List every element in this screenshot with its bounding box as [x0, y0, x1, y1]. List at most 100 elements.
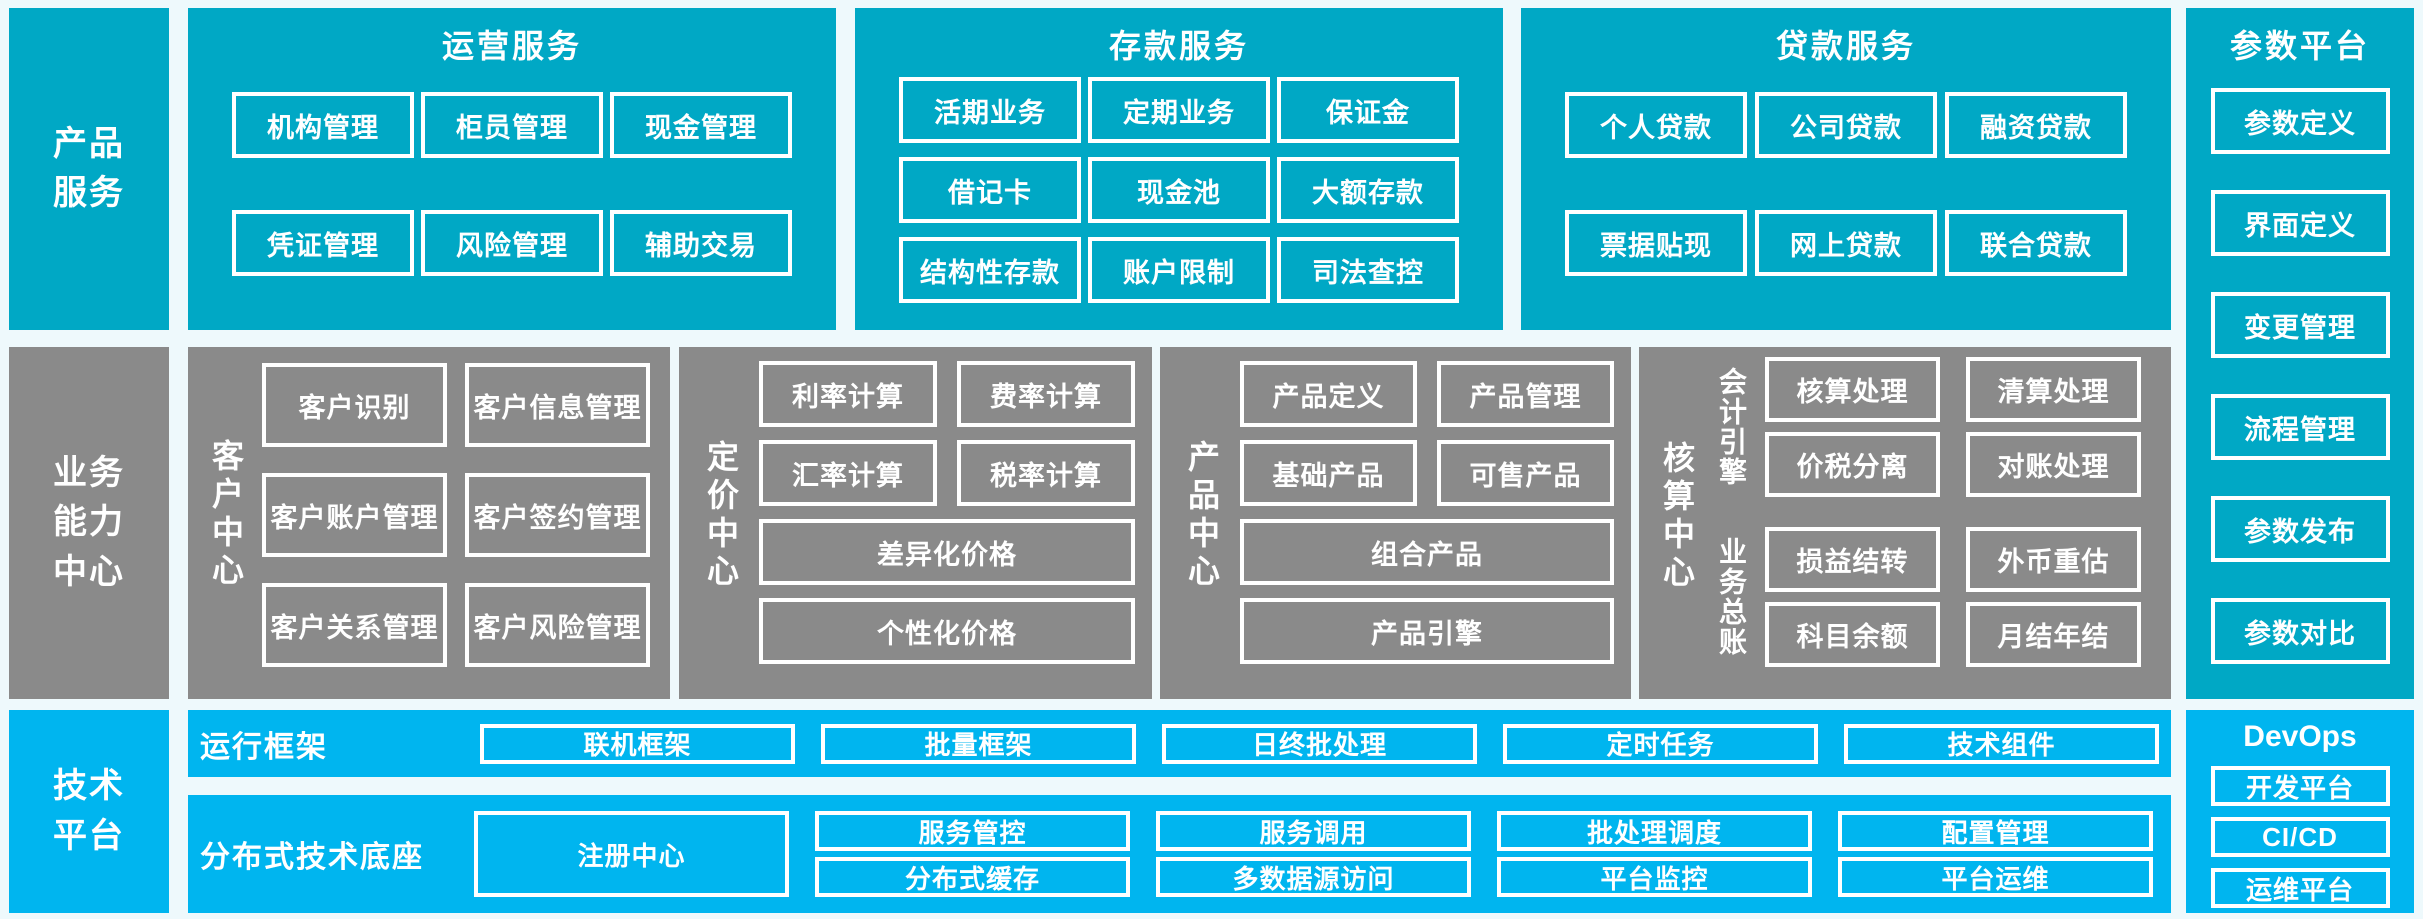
section-title: 贷款服务 [1775, 28, 1916, 64]
sidebar-business-capability-label: 业务 能力 中心 [53, 454, 125, 591]
diagram-box: 多数据源访问 [1156, 857, 1471, 897]
diagram-box: 费率计算 [957, 361, 1135, 427]
section-vertical-label: 定价中心 [703, 440, 739, 592]
diagram-box: 运维平台 [2210, 868, 2390, 908]
section-operation-services: 运营服务 机构管理 柜员管理 现金管理 凭证管理 风险管理 辅助交易 [188, 8, 836, 330]
diagram-box: 账户限制 [1088, 237, 1270, 303]
diagram-box: 客户签约管理 [465, 473, 650, 557]
diagram-box: 注册中心 [474, 811, 789, 897]
diagram-box: 日终批处理 [1162, 723, 1477, 764]
diagram-box: 网上贷款 [1755, 210, 1937, 276]
diagram-box: 现金池 [1088, 157, 1270, 223]
diagram-box: 风险管理 [421, 210, 603, 276]
diagram-box: 平台监控 [1497, 857, 1812, 897]
section-title: DevOps [2243, 720, 2357, 753]
diagram-box: 服务管控 [815, 811, 1130, 851]
diagram-box: 参数发布 [2210, 496, 2390, 562]
diagram-box: 平台运维 [1838, 857, 2153, 897]
diagram-box: 客户关系管理 [262, 583, 447, 667]
section-product-center: 产品中心 产品定义 产品管理 基础产品 可售产品 组合产品 产品引擎 [1160, 347, 1631, 699]
diagram-box: 票据贴现 [1565, 210, 1747, 276]
diagram-box: 保证金 [1277, 77, 1459, 143]
diagram-box: 联合贷款 [1945, 210, 2127, 276]
diagram-box: 外币重估 [1966, 527, 2141, 592]
diagram-box: 汇率计算 [759, 440, 937, 506]
diagram-box: 服务调用 [1156, 811, 1471, 851]
diagram-box: 定时任务 [1503, 723, 1818, 764]
diagram-box: 借记卡 [899, 157, 1081, 223]
diagram-box: 可售产品 [1437, 440, 1614, 506]
bar-distributed-tech-base: 分布式技术底座 注册中心 服务管控 分布式缓存 服务调用 多数据源访问 批处理调… [188, 795, 2171, 913]
diagram-box: 客户信息管理 [465, 363, 650, 447]
diagram-box: 流程管理 [2210, 394, 2390, 460]
bar-runtime-framework: 运行框架 联机框架 批量框架 日终批处理 定时任务 技术组件 [188, 710, 2171, 777]
accounting-group-label: 业务总账 [1716, 537, 1747, 657]
diagram-box: 大额存款 [1277, 157, 1459, 223]
diagram-box: 清算处理 [1966, 357, 2141, 422]
diagram-box: 产品定义 [1240, 361, 1417, 427]
diagram-box: 对账处理 [1966, 432, 2141, 497]
section-customer-center: 客户中心 客户识别 客户信息管理 客户账户管理 客户签约管理 客户关系管理 客户… [188, 347, 670, 699]
sidebar-business-capability-center: 业务 能力 中心 [9, 347, 169, 699]
accounting-group-label: 会计引擎 [1716, 367, 1747, 487]
diagram-box: 司法查控 [1277, 237, 1459, 303]
sidebar-technology-platform: 技术 平台 [9, 710, 169, 913]
diagram-box: 定期业务 [1088, 77, 1270, 143]
diagram-box: 参数定义 [2210, 88, 2390, 154]
sidebar-product-services: 产品 服务 [9, 8, 169, 330]
diagram-box: 批处理调度 [1497, 811, 1812, 851]
section-deposit-services: 存款服务 活期业务 定期业务 保证金 借记卡 现金池 大额存款 结构性存款 账户… [855, 8, 1503, 330]
section-vertical-label: 核算中心 [1659, 441, 1695, 593]
diagram-box: 核算处理 [1765, 357, 1940, 422]
sidebar-product-services-label: 产品 服务 [53, 124, 125, 212]
section-title: 存款服务 [1108, 28, 1249, 64]
section-parameter-platform: 参数平台 参数定义 界面定义 变更管理 流程管理 参数发布 参数对比 [2186, 8, 2414, 699]
section-loan-services: 贷款服务 个人贷款 公司贷款 融资贷款 票据贴现 网上贷款 联合贷款 [1521, 8, 2171, 330]
accounting-group: 会计引擎 核算处理 清算处理 价税分离 对账处理 [1711, 357, 2141, 497]
diagram-box: 活期业务 [899, 77, 1081, 143]
section-vertical-label: 产品中心 [1184, 440, 1220, 592]
section-accounting-center: 核算中心 会计引擎 核算处理 清算处理 价税分离 对账处理 业务总账 损益结转 … [1639, 347, 2171, 699]
diagram-box: 现金管理 [610, 92, 792, 158]
diagram-box: 参数对比 [2210, 598, 2390, 664]
diagram-box: 机构管理 [232, 92, 414, 158]
diagram-box: 辅助交易 [610, 210, 792, 276]
diagram-box: 个性化价格 [759, 598, 1135, 664]
diagram-box: 变更管理 [2210, 292, 2390, 358]
diagram-box: 税率计算 [957, 440, 1135, 506]
diagram-box: 配置管理 [1838, 811, 2153, 851]
diagram-box: 分布式缓存 [815, 857, 1130, 897]
diagram-box: 组合产品 [1240, 519, 1614, 585]
section-vertical-label: 客户中心 [208, 439, 244, 591]
diagram-box: 批量框架 [821, 723, 1136, 764]
section-devops: DevOps 开发平台 CI/CD 运维平台 [2186, 710, 2414, 913]
diagram-box: 融资贷款 [1945, 92, 2127, 158]
diagram-box: 科目余额 [1765, 602, 1940, 667]
bar-label: 运行框架 [200, 730, 328, 764]
sidebar-technology-platform-label: 技术 平台 [53, 767, 125, 855]
diagram-box: 开发平台 [2210, 766, 2390, 806]
diagram-box: 联机框架 [480, 723, 795, 764]
diagram-box: 价税分离 [1765, 432, 1940, 497]
diagram-box: 产品管理 [1437, 361, 1614, 427]
diagram-box: CI/CD [2210, 817, 2390, 857]
section-title: 参数平台 [2229, 28, 2370, 64]
diagram-box: 结构性存款 [899, 237, 1081, 303]
diagram-box: 利率计算 [759, 361, 937, 427]
diagram-box: 个人贷款 [1565, 92, 1747, 158]
diagram-box: 客户识别 [262, 363, 447, 447]
bar-label: 分布式技术底座 [200, 841, 424, 874]
diagram-box: 公司贷款 [1755, 92, 1937, 158]
diagram-box: 凭证管理 [232, 210, 414, 276]
section-pricing-center: 定价中心 利率计算 费率计算 汇率计算 税率计算 差异化价格 个性化价格 [679, 347, 1152, 699]
diagram-box: 基础产品 [1240, 440, 1417, 506]
diagram-box: 损益结转 [1765, 527, 1940, 592]
diagram-box: 产品引擎 [1240, 598, 1614, 664]
diagram-box: 客户风险管理 [465, 583, 650, 667]
diagram-box: 月结年结 [1966, 602, 2141, 667]
diagram-box: 柜员管理 [421, 92, 603, 158]
diagram-box: 客户账户管理 [262, 473, 447, 557]
diagram-box: 差异化价格 [759, 519, 1135, 585]
diagram-box: 技术组件 [1844, 723, 2159, 764]
